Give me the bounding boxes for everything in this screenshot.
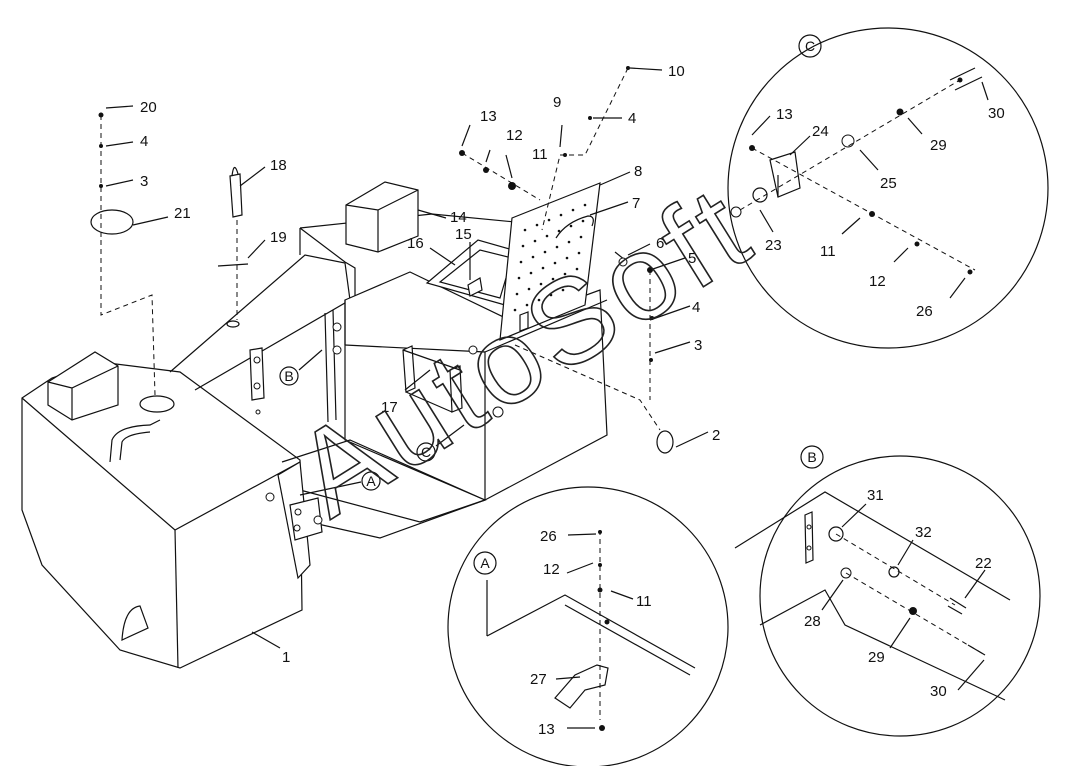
- tank-lid-box: [47, 351, 119, 421]
- label-part-18: 18: [270, 157, 287, 174]
- label-part-12: 12: [869, 273, 886, 290]
- label-part-4: 4: [140, 133, 148, 150]
- label-part-15: 15: [455, 226, 472, 243]
- label-part-9: 9: [553, 94, 561, 111]
- label-part-13: 13: [538, 721, 555, 738]
- label-part-32: 32: [915, 524, 932, 541]
- label-part-6: 6: [656, 235, 664, 252]
- filler-cap: [90, 209, 134, 235]
- callout-b-detail: B: [800, 445, 824, 469]
- perforated-plate: [499, 182, 601, 341]
- callout-c-main: C: [416, 424, 465, 462]
- label-part-22: 22: [975, 555, 992, 572]
- svg-text:C: C: [421, 444, 431, 460]
- label-part-13: 13: [480, 108, 497, 125]
- label-part-11: 11: [532, 146, 548, 163]
- callout-a-main: A: [299, 471, 381, 496]
- label-part-29: 29: [868, 649, 885, 666]
- callout-a-detail: A: [473, 551, 497, 575]
- label-part-13: 13: [776, 106, 793, 123]
- label-part-12: 12: [506, 127, 523, 144]
- detail-a-bracket: [554, 664, 609, 709]
- callout-b-main: B: [279, 349, 323, 386]
- label-part-4: 4: [692, 299, 700, 316]
- label-part-19: 19: [270, 229, 287, 246]
- svg-text:A: A: [480, 555, 490, 571]
- svg-text:C: C: [805, 38, 815, 54]
- label-part-28: 28: [804, 613, 821, 630]
- label-part-12: 12: [543, 561, 560, 578]
- label-part-1: 1: [282, 649, 290, 666]
- detail-a: [447, 486, 729, 766]
- detail-b: [734, 455, 1041, 737]
- label-part-27: 27: [530, 671, 547, 688]
- callout-markers: C B A C B A: [279, 34, 824, 575]
- svg-text:B: B: [807, 449, 816, 465]
- label-part-11: 11: [820, 243, 836, 260]
- label-part-25: 25: [880, 175, 897, 192]
- label-part-16: 16: [407, 235, 424, 252]
- label-part-8: 8: [634, 163, 642, 180]
- label-part-2: 2: [712, 427, 720, 444]
- label-part-29: 29: [930, 137, 947, 154]
- part-labels: 1 2 3 3 4 4 4 5 6 7 8 9 10 11 11 11 12 1…: [140, 63, 1005, 738]
- label-part-7: 7: [632, 195, 640, 212]
- label-part-31: 31: [867, 487, 884, 504]
- battery-box: [344, 271, 608, 501]
- label-part-10: 10: [668, 63, 685, 80]
- perforation-holes: [513, 203, 587, 312]
- detail-c: [727, 27, 1049, 349]
- label-part-14: 14: [450, 209, 467, 226]
- label-part-30: 30: [930, 683, 947, 700]
- label-part-24: 24: [812, 123, 829, 140]
- label-part-20: 20: [140, 99, 157, 116]
- leader-lines: [105, 67, 989, 729]
- label-part-4: 4: [628, 110, 636, 127]
- svg-text:B: B: [284, 368, 293, 384]
- label-part-21: 21: [174, 205, 191, 222]
- label-part-17: 17: [381, 399, 398, 416]
- label-part-26: 26: [916, 303, 933, 320]
- main-assembly: [21, 166, 674, 669]
- label-part-5: 5: [688, 250, 696, 267]
- label-part-3: 3: [694, 337, 702, 354]
- label-part-26: 26: [540, 528, 557, 545]
- assembly-lines: [100, 67, 661, 431]
- label-part-23: 23: [765, 237, 782, 254]
- svg-text:A: A: [366, 473, 376, 489]
- label-part-3: 3: [140, 173, 148, 190]
- label-part-11: 11: [636, 593, 652, 610]
- label-part-30: 30: [988, 105, 1005, 122]
- callout-c-detail: C: [798, 34, 822, 58]
